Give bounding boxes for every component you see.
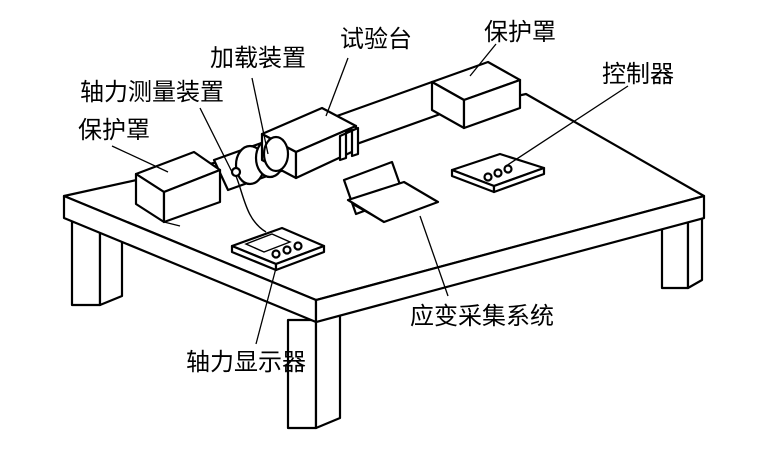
label-controller: 控制器 bbox=[602, 60, 674, 88]
protective-cover-right bbox=[430, 60, 522, 130]
protective-cover-left bbox=[134, 150, 222, 227]
label-protective-cover-left: 保护罩 bbox=[78, 116, 150, 144]
label-protective-cover-right: 保护罩 bbox=[484, 18, 556, 46]
label-axial-force-measuring-device: 轴力测量装置 bbox=[80, 78, 224, 106]
test-platform-bracket bbox=[338, 126, 360, 162]
label-strain-acquisition-system: 应变采集系统 bbox=[410, 302, 554, 330]
table-leg-front bbox=[286, 308, 342, 430]
label-axial-force-display: 轴力显示器 bbox=[186, 348, 306, 376]
controller bbox=[450, 152, 546, 194]
label-test-platform: 试验台 bbox=[340, 25, 412, 53]
label-loading-device: 加载装置 bbox=[210, 44, 306, 72]
leader-lines bbox=[111, 43, 629, 345]
laptop bbox=[342, 160, 440, 224]
sensor-cable bbox=[235, 175, 267, 233]
